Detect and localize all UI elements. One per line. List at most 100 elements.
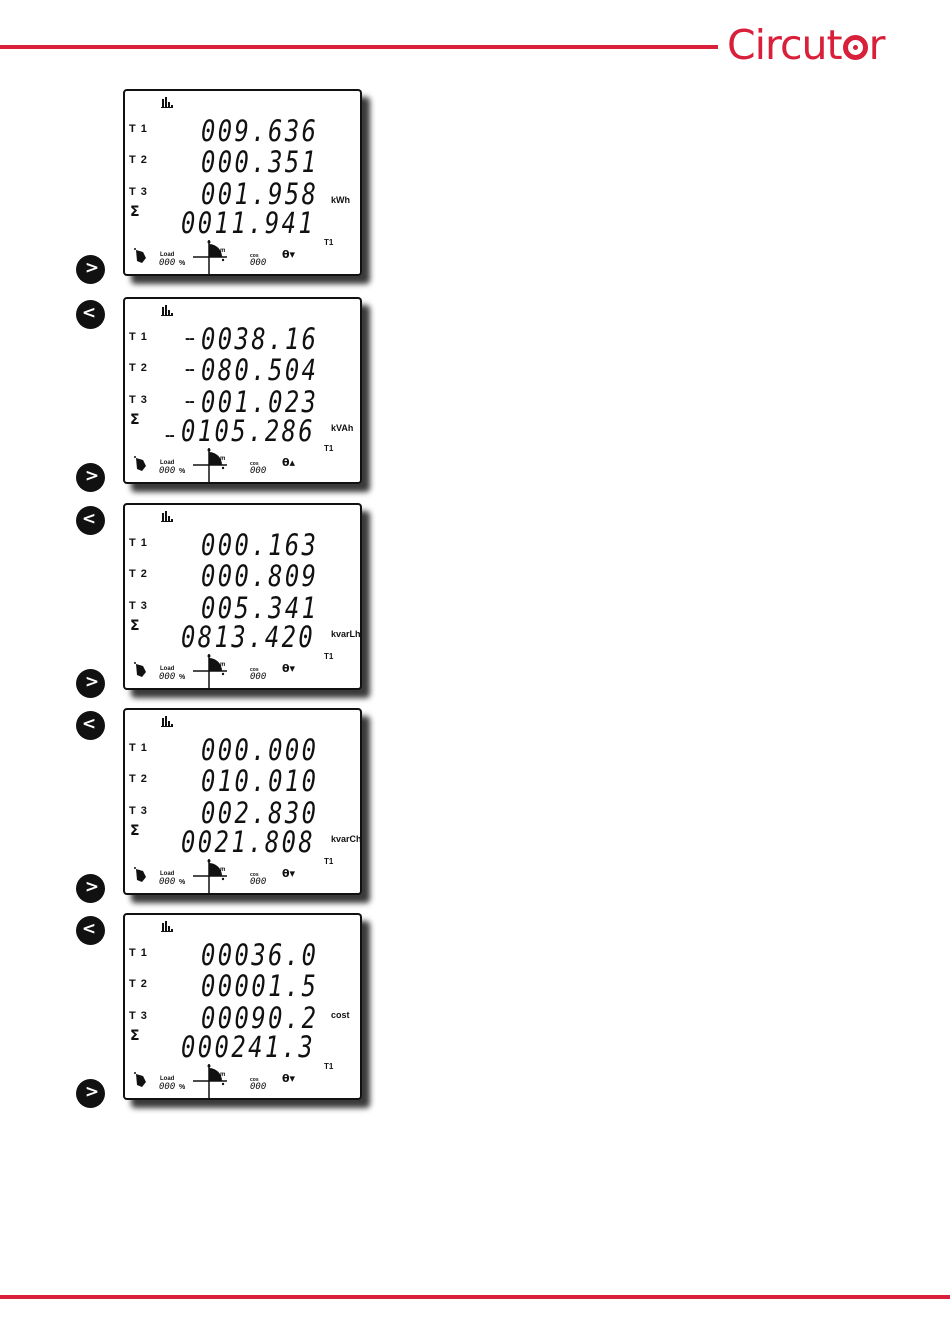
svg-text:m: m xyxy=(220,456,225,462)
tariff-row-label: T 3 xyxy=(129,394,148,406)
active-tariff: T1 xyxy=(324,1062,334,1071)
cos-value: 000 xyxy=(250,1082,267,1092)
svg-text:m: m xyxy=(220,1072,225,1078)
thermometer-icon: θ▾ xyxy=(282,662,296,675)
tariff-row-value: 001.023 xyxy=(201,385,319,419)
quadrant-icon: m xyxy=(193,859,227,893)
sigma-icon: Σ xyxy=(130,618,140,634)
bar-chart-icon xyxy=(161,921,173,932)
quadrant-icon: m xyxy=(193,240,227,274)
tariff-row-label: T 2 xyxy=(129,568,148,580)
tariff-row-label: T 2 xyxy=(129,978,148,990)
bar-chart-icon xyxy=(161,97,173,108)
negative-sign: -- xyxy=(185,332,195,347)
prev-screen-button[interactable]: < xyxy=(76,300,105,329)
tariff-row-value: 00036.0 xyxy=(201,938,319,972)
total-value: 000241.3 xyxy=(181,1030,316,1064)
load-gauge-icon xyxy=(134,1072,146,1087)
svg-text:m: m xyxy=(220,248,225,254)
cos-value: 000 xyxy=(250,466,267,476)
active-tariff: T1 xyxy=(324,652,334,661)
tariff-row-value: 000.000 xyxy=(201,733,319,767)
tariff-row-label: T 3 xyxy=(129,1010,148,1022)
total-value: 0813.420 xyxy=(181,620,316,654)
cos-label: cos xyxy=(250,872,259,878)
tariff-row-value: 00090.2 xyxy=(201,1001,319,1035)
load-label: Load xyxy=(160,252,175,258)
tariff-row-value: 009.636 xyxy=(201,114,319,148)
svg-text:m: m xyxy=(220,662,225,668)
total-value: 0011.941 xyxy=(181,206,316,240)
load-unit: % xyxy=(179,1084,186,1091)
tariff-row-value: 000.809 xyxy=(201,559,319,593)
tariff-row-label: T 2 xyxy=(129,362,148,374)
negative-sign: -- xyxy=(165,429,175,444)
prev-screen-button[interactable]: < xyxy=(76,916,105,945)
tariff-row-label: T 2 xyxy=(129,154,148,166)
active-tariff: T1 xyxy=(324,444,334,453)
energy-unit: kvarCh xyxy=(331,834,362,844)
tariff-row-label: T 2 xyxy=(129,773,148,785)
cos-value: 000 xyxy=(250,877,267,887)
total-value: 0105.286 xyxy=(181,414,316,448)
cos-value: 000 xyxy=(250,672,267,682)
load-unit: % xyxy=(179,674,186,681)
tariff-row-value: 002.830 xyxy=(201,796,319,830)
quadrant-icon: m xyxy=(193,1064,227,1098)
load-value: 000 xyxy=(159,672,176,682)
thermometer-icon: θ▾ xyxy=(282,248,296,261)
cos-label: cos xyxy=(250,461,259,467)
active-tariff: T1 xyxy=(324,857,334,866)
tariff-row-label: T 1 xyxy=(129,331,148,343)
active-tariff: T1 xyxy=(324,238,334,247)
load-value: 000 xyxy=(159,1082,176,1092)
load-gauge-icon xyxy=(134,456,146,471)
tariff-row-value: 005.341 xyxy=(201,591,319,625)
cos-value: 000 xyxy=(250,258,267,268)
prev-screen-button[interactable]: < xyxy=(76,711,105,740)
next-screen-button[interactable]: > xyxy=(76,874,105,903)
thermometer-icon: θ▴ xyxy=(282,456,296,469)
energy-unit: kWh xyxy=(331,195,350,205)
tariff-row-label: T 3 xyxy=(129,600,148,612)
load-label: Load xyxy=(160,871,175,877)
tariff-row-label: T 1 xyxy=(129,537,148,549)
tariff-row-value: 000.163 xyxy=(201,528,319,562)
tariff-row-label: T 1 xyxy=(129,123,148,135)
load-gauge-icon xyxy=(134,248,146,263)
cos-label: cos xyxy=(250,667,259,673)
tariff-row-value: 00001.5 xyxy=(201,969,319,1003)
bar-chart-icon xyxy=(161,305,173,316)
bar-chart-icon xyxy=(161,511,173,522)
energy-unit: kVAh xyxy=(331,423,354,433)
tariff-row-value: 0038.16 xyxy=(201,322,319,356)
sigma-icon: Σ xyxy=(130,823,140,839)
thermometer-icon: θ▾ xyxy=(282,1072,296,1085)
tariff-row-label: T 1 xyxy=(129,742,148,754)
negative-sign: -- xyxy=(185,395,195,410)
sigma-icon: Σ xyxy=(130,1028,140,1044)
energy-unit: kvarLh xyxy=(331,629,361,639)
next-screen-button[interactable]: > xyxy=(76,1079,105,1108)
logo-o-icon xyxy=(842,35,868,60)
next-screen-button[interactable]: > xyxy=(76,669,105,698)
next-screen-button[interactable]: > xyxy=(76,255,105,284)
cos-label: cos xyxy=(250,253,259,259)
tariff-row-value: 001.958 xyxy=(201,177,319,211)
svg-text:m: m xyxy=(220,867,225,873)
load-gauge-icon xyxy=(134,662,146,677)
thermometer-icon: θ▾ xyxy=(282,867,296,880)
prev-screen-button[interactable]: < xyxy=(76,506,105,535)
tariff-row-value: 080.504 xyxy=(201,353,319,387)
tariff-row-label: T 1 xyxy=(129,947,148,959)
next-screen-button[interactable]: > xyxy=(76,463,105,492)
load-label: Load xyxy=(160,460,175,466)
load-value: 000 xyxy=(159,466,176,476)
negative-sign: -- xyxy=(185,363,195,378)
load-unit: % xyxy=(179,879,186,886)
